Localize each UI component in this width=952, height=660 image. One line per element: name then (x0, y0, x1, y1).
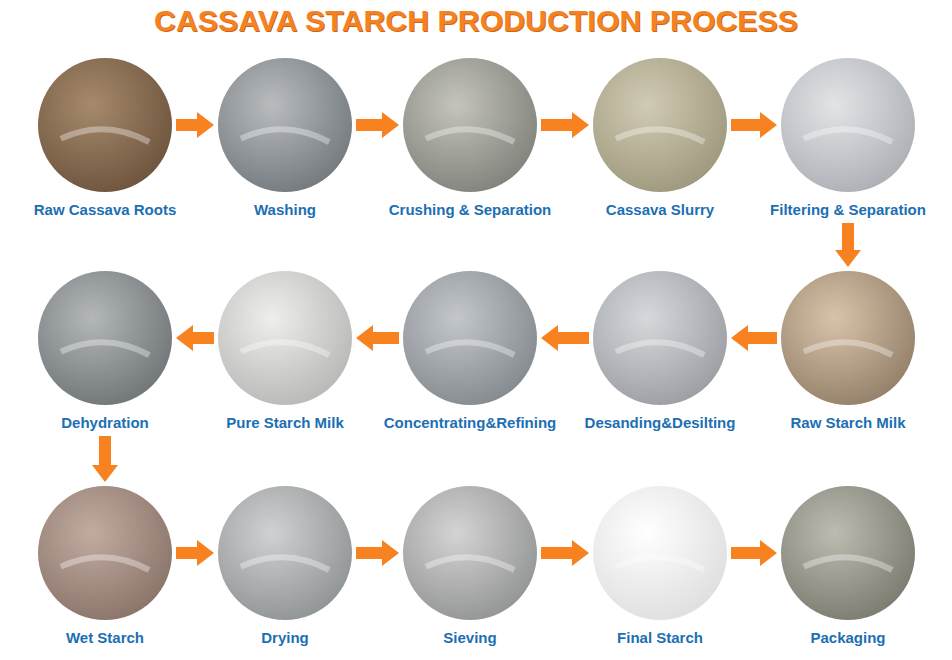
photo-circle-frame (217, 485, 353, 621)
step-label: Wet Starch (66, 629, 144, 646)
diagram-title: CASSAVA STARCH PRODUCTION PROCESS (0, 4, 952, 38)
photo-texture (61, 342, 149, 355)
process-step: Final Starch (592, 485, 728, 621)
photo-circle-frame (217, 57, 353, 193)
flow-arrow (541, 112, 589, 138)
photo-circle (403, 58, 537, 192)
photo-circle-frame (37, 57, 173, 193)
step-label: Packaging (810, 629, 885, 646)
photo-texture (804, 342, 892, 355)
photo-texture (241, 129, 329, 142)
photo-circle (218, 271, 352, 405)
flow-arrow (356, 540, 399, 566)
photo-circle (38, 486, 172, 620)
photo-circle-frame (592, 57, 728, 193)
step-label: Pure Starch Milk (226, 414, 344, 431)
photo-circle (403, 486, 537, 620)
step-label: Cassava Slurry (606, 201, 714, 218)
photo-circle-frame (37, 270, 173, 406)
step-label: Desanding&Desilting (585, 414, 736, 431)
photo-circle-frame (592, 485, 728, 621)
step-label: Drying (261, 629, 309, 646)
photo-circle-frame (217, 270, 353, 406)
process-step: Sieving (402, 485, 538, 621)
flow-arrow (731, 540, 777, 566)
photo-circle-frame (402, 485, 538, 621)
photo-circle (218, 58, 352, 192)
process-step: Raw Cassava Roots (37, 57, 173, 193)
process-step: Filtering & Separation (780, 57, 916, 193)
photo-circle-frame (780, 270, 916, 406)
step-label: Crushing & Separation (389, 201, 552, 218)
flow-arrow (541, 325, 589, 351)
step-label: Filtering & Separation (770, 201, 926, 218)
process-step: Crushing & Separation (402, 57, 538, 193)
flow-arrow (176, 540, 214, 566)
step-label: Raw Cassava Roots (34, 201, 177, 218)
process-step: Drying (217, 485, 353, 621)
photo-circle (781, 486, 915, 620)
step-label: Dehydration (61, 414, 149, 431)
photo-texture (241, 557, 329, 570)
step-label: Concentrating&Refining (384, 414, 557, 431)
photo-texture (616, 557, 704, 570)
photo-circle (781, 271, 915, 405)
step-label: Washing (254, 201, 316, 218)
step-label: Sieving (443, 629, 496, 646)
photo-circle (38, 271, 172, 405)
photo-texture (426, 557, 514, 570)
photo-circle-frame (402, 57, 538, 193)
flow-arrow (731, 325, 777, 351)
step-label: Final Starch (617, 629, 703, 646)
photo-texture (426, 342, 514, 355)
process-step: Packaging (780, 485, 916, 621)
process-step: Raw Starch Milk (780, 270, 916, 406)
photo-texture (804, 557, 892, 570)
photo-texture (61, 129, 149, 142)
photo-circle-frame (780, 57, 916, 193)
photo-circle-frame (592, 270, 728, 406)
process-step: Pure Starch Milk (217, 270, 353, 406)
photo-texture (241, 342, 329, 355)
photo-circle (781, 58, 915, 192)
photo-circle (593, 58, 727, 192)
photo-circle (593, 271, 727, 405)
photo-texture (426, 129, 514, 142)
photo-texture (804, 129, 892, 142)
photo-circle (218, 486, 352, 620)
photo-circle (593, 486, 727, 620)
flow-arrow (731, 112, 777, 138)
process-step: Cassava Slurry (592, 57, 728, 193)
flow-arrow (356, 112, 399, 138)
process-step: Desanding&Desilting (592, 270, 728, 406)
process-step: Washing (217, 57, 353, 193)
photo-circle-frame (402, 270, 538, 406)
flow-arrow (176, 325, 214, 351)
process-step: Wet Starch (37, 485, 173, 621)
process-step: Concentrating&Refining (402, 270, 538, 406)
photo-circle-frame (37, 485, 173, 621)
process-step: Dehydration (37, 270, 173, 406)
flow-arrow (541, 540, 589, 566)
photo-circle-frame (780, 485, 916, 621)
photo-texture (616, 342, 704, 355)
photo-circle (403, 271, 537, 405)
photo-circle (38, 58, 172, 192)
flow-arrow (835, 223, 861, 267)
flow-arrow (176, 112, 214, 138)
step-label: Raw Starch Milk (790, 414, 905, 431)
flow-arrow (356, 325, 399, 351)
photo-texture (61, 557, 149, 570)
photo-texture (616, 129, 704, 142)
flow-arrow (92, 436, 118, 482)
